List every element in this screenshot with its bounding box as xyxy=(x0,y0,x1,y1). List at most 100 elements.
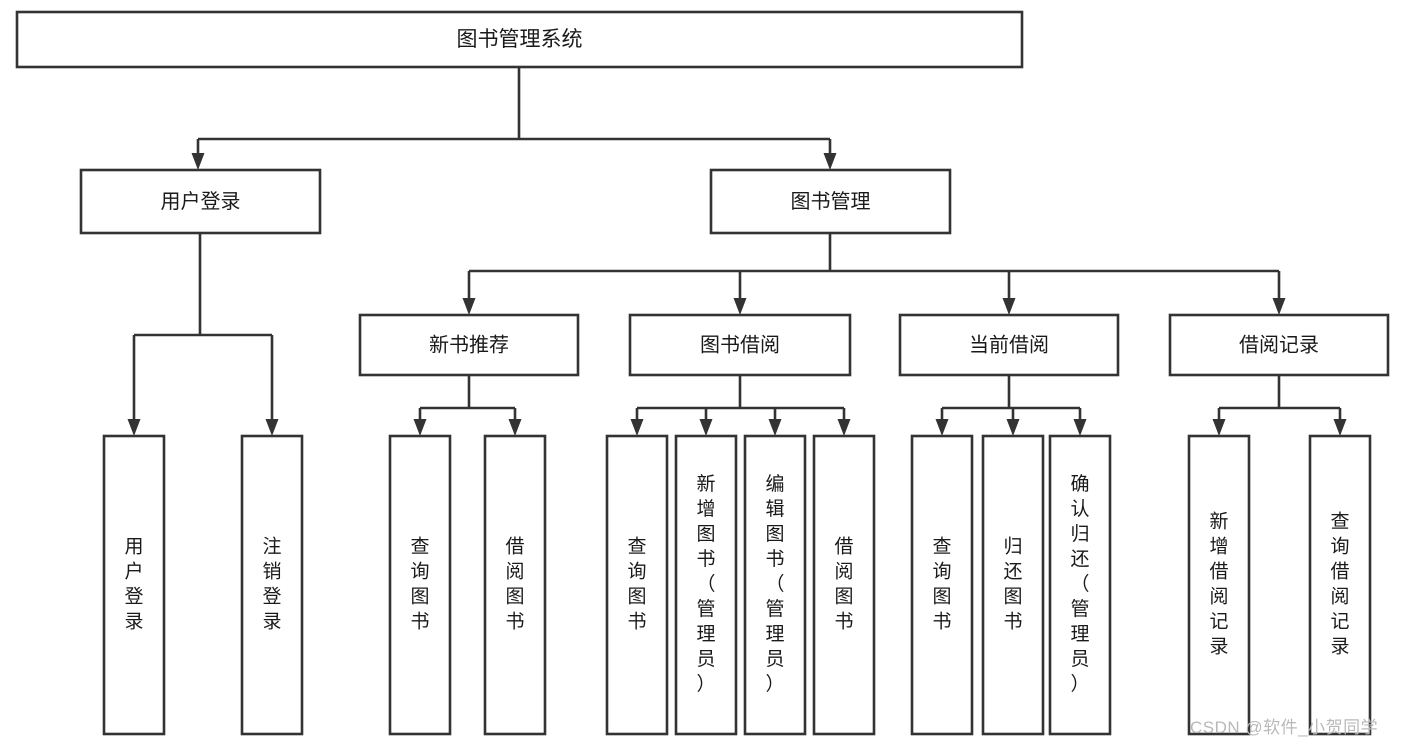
node-box xyxy=(388,434,452,736)
node-label-char: 增 xyxy=(696,498,715,520)
node-label-char: ） xyxy=(696,673,715,695)
node-label-char: 借 xyxy=(1209,561,1228,583)
arrow-head-icon xyxy=(768,419,782,436)
node-label-char: 新 xyxy=(696,473,715,495)
node-label-char: 书 xyxy=(765,548,784,570)
arrow-head-icon xyxy=(1002,298,1016,315)
node-box xyxy=(812,434,876,736)
node-label-char: 员 xyxy=(765,649,784,670)
node-label-char: 书 xyxy=(932,611,951,633)
node-label-char: 书 xyxy=(834,611,853,633)
node-label-char: 管 xyxy=(696,598,715,620)
node-label-char: 书 xyxy=(696,548,715,570)
node-box xyxy=(483,434,547,736)
node-label-char: 阅 xyxy=(1209,586,1228,608)
node-box xyxy=(981,434,1045,736)
arrow-head-icon xyxy=(630,419,644,436)
node-label-char: 辑 xyxy=(765,498,784,520)
node-label-char: 编 xyxy=(765,473,784,495)
node-label-char: 图 xyxy=(1003,587,1022,608)
node-label-char: 归 xyxy=(1003,536,1022,558)
level3-node-当前借阅[interactable]: 当前借阅 xyxy=(898,313,1120,377)
level2-node-图书管理[interactable]: 图书管理 xyxy=(709,168,952,235)
node-label-char: 录 xyxy=(124,612,143,633)
node-label-char: 登 xyxy=(124,586,143,608)
node-box xyxy=(605,434,669,736)
node-label-char: 询 xyxy=(1330,536,1349,558)
arrow-head-icon xyxy=(1272,298,1286,315)
root-node-图书管理系统[interactable]: 图书管理系统 xyxy=(15,10,1024,69)
node-box xyxy=(628,313,852,377)
arrow-head-icon xyxy=(413,419,427,436)
node-label: 借阅记录 xyxy=(1239,333,1319,356)
node-label-char: 新 xyxy=(1209,511,1228,533)
node-label-char: （ xyxy=(1070,573,1089,595)
arrow-head-icon xyxy=(935,419,949,436)
arrow-head-icon xyxy=(823,153,837,170)
node-label-char: 录 xyxy=(262,612,281,633)
node-box xyxy=(102,434,166,736)
node-label: 图书借阅 xyxy=(700,333,780,356)
arrow-head-icon xyxy=(837,419,851,436)
node-label-char: 图 xyxy=(932,587,951,608)
level3-node-图书借阅[interactable]: 图书借阅 xyxy=(628,313,852,377)
node-box xyxy=(1048,434,1112,736)
node-label-char: 管 xyxy=(1070,598,1089,620)
node-label-char: 管 xyxy=(765,598,784,620)
node-box xyxy=(1308,434,1372,736)
node-label: 图书管理系统 xyxy=(457,28,583,51)
node-box xyxy=(709,168,952,235)
node-label-char: 阅 xyxy=(834,561,853,583)
node-label-char: 图 xyxy=(765,524,784,545)
node-label: 新书推荐 xyxy=(429,333,509,356)
node-label-char: 登 xyxy=(262,586,281,608)
node-box xyxy=(898,313,1120,377)
level2-node-用户登录[interactable]: 用户登录 xyxy=(79,168,322,235)
arrow-head-icon xyxy=(1333,419,1347,436)
node-label-char: ） xyxy=(1070,673,1089,695)
arrow-head-icon xyxy=(265,419,279,436)
leaf-node-用户登录-0[interactable]: 用户登录 xyxy=(102,434,166,736)
node-label-char: 理 xyxy=(696,624,715,645)
node-box xyxy=(15,10,1024,69)
arrow-head-icon xyxy=(733,298,747,315)
node-box xyxy=(674,434,738,736)
arrow-head-icon xyxy=(508,419,522,436)
level3-node-新书推荐[interactable]: 新书推荐 xyxy=(358,313,580,377)
node-label-char: 确 xyxy=(1070,473,1089,495)
node-label-char: 归 xyxy=(1070,523,1089,545)
node-label-char: 记 xyxy=(1209,611,1228,633)
node-label-char: 借 xyxy=(1330,561,1349,583)
arrow-head-icon xyxy=(462,298,476,315)
arrow-head-icon xyxy=(127,419,141,436)
level3-node-借阅记录[interactable]: 借阅记录 xyxy=(1168,313,1390,377)
node-label-char: 书 xyxy=(505,611,524,633)
node-label-char: 书 xyxy=(627,611,646,633)
node-label-char: 查 xyxy=(627,536,646,558)
nodes-layer: 图书管理系统用户登录图书管理新书推荐图书借阅当前借阅借阅记录用户登录注销登录查询… xyxy=(15,10,1390,736)
node-label-char: 查 xyxy=(932,536,951,558)
node-box xyxy=(743,434,807,736)
node-label-char: 户 xyxy=(124,561,143,583)
node-box xyxy=(79,168,322,235)
node-label: 当前借阅 xyxy=(969,333,1049,356)
node-label-char: 图 xyxy=(627,587,646,608)
node-label-char: 注 xyxy=(262,536,281,558)
connectors-layer xyxy=(127,67,1347,436)
node-label-char: 书 xyxy=(410,611,429,633)
arrow-head-icon xyxy=(191,153,205,170)
